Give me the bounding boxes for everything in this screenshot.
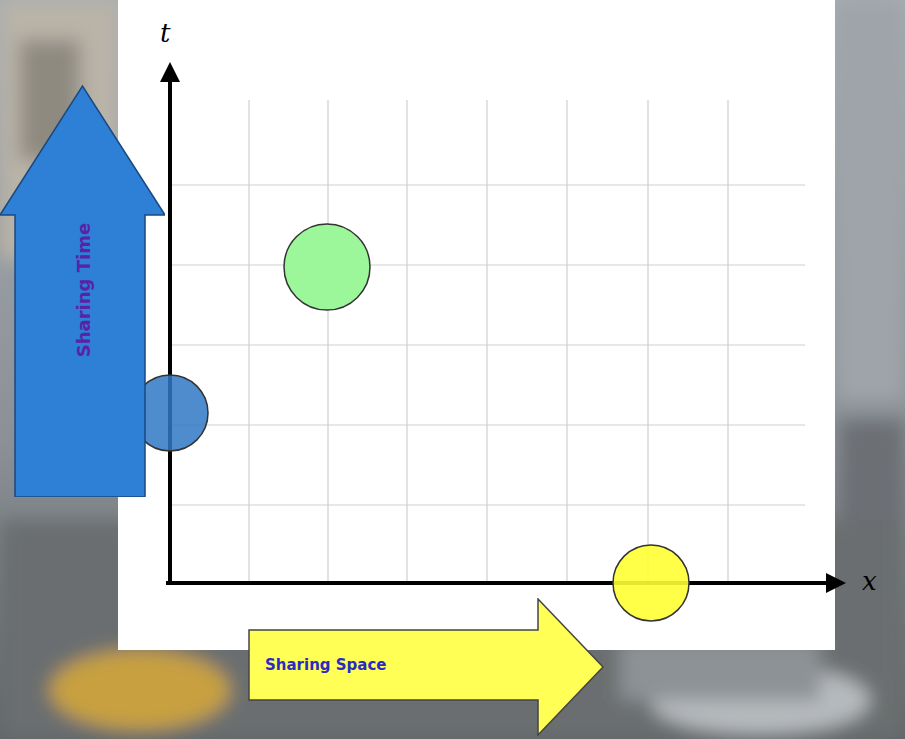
grid-line: [406, 100, 407, 583]
grid-line: [566, 100, 567, 583]
event-dot: [613, 545, 689, 621]
building: [835, 0, 905, 400]
arrow-body: [0, 86, 165, 497]
space-arrow: Sharing Space: [248, 598, 604, 736]
grid-line: [170, 424, 805, 425]
grid-line: [170, 184, 805, 185]
chart-panel: [118, 0, 835, 650]
x-axis: [166, 581, 830, 585]
grid-line: [647, 100, 648, 583]
grid-line: [327, 100, 328, 583]
arrow-body: [249, 599, 603, 735]
axis-label: x: [862, 568, 877, 594]
grid-line: [248, 100, 249, 583]
time-arrow: Sharing Time: [0, 85, 165, 497]
grid-line: [170, 264, 805, 265]
grid-line: [170, 504, 805, 505]
event-dot: [284, 224, 370, 310]
t-axis: [168, 78, 172, 585]
arrow-label: Sharing Space: [265, 656, 387, 674]
axis-label: t: [160, 20, 170, 46]
grid-line: [727, 100, 728, 583]
grid-line: [170, 344, 805, 345]
grid-line: [486, 100, 487, 583]
car: [50, 650, 230, 730]
grid: [170, 100, 805, 583]
arrow-label: Sharing Time: [72, 223, 93, 357]
